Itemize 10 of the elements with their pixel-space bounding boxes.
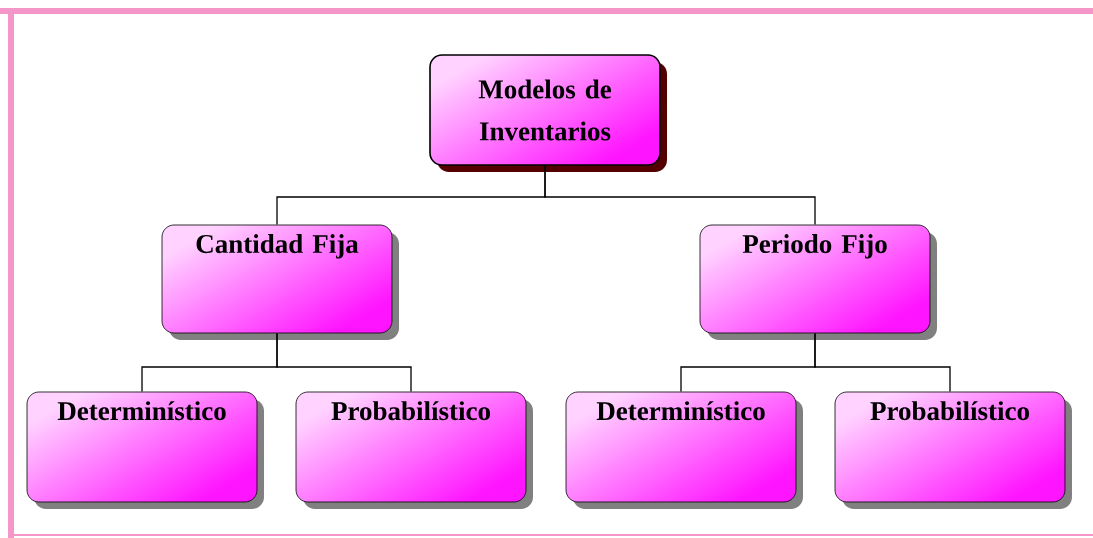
connector-line	[544, 165, 816, 226]
rounded-box: Probabilístico	[834, 391, 1072, 509]
rounded-box: Determinístico	[26, 391, 264, 509]
rounded-box: Modelos de Inventarios	[429, 54, 667, 172]
rounded-box: Determinístico	[565, 391, 803, 509]
rounded-box: Periodo Fijo	[699, 224, 937, 340]
connector-line	[276, 332, 412, 393]
rounded-box: Probabilístico	[295, 391, 533, 509]
connector-line	[814, 332, 951, 393]
rounded-box: Cantidad Fija	[161, 224, 399, 340]
